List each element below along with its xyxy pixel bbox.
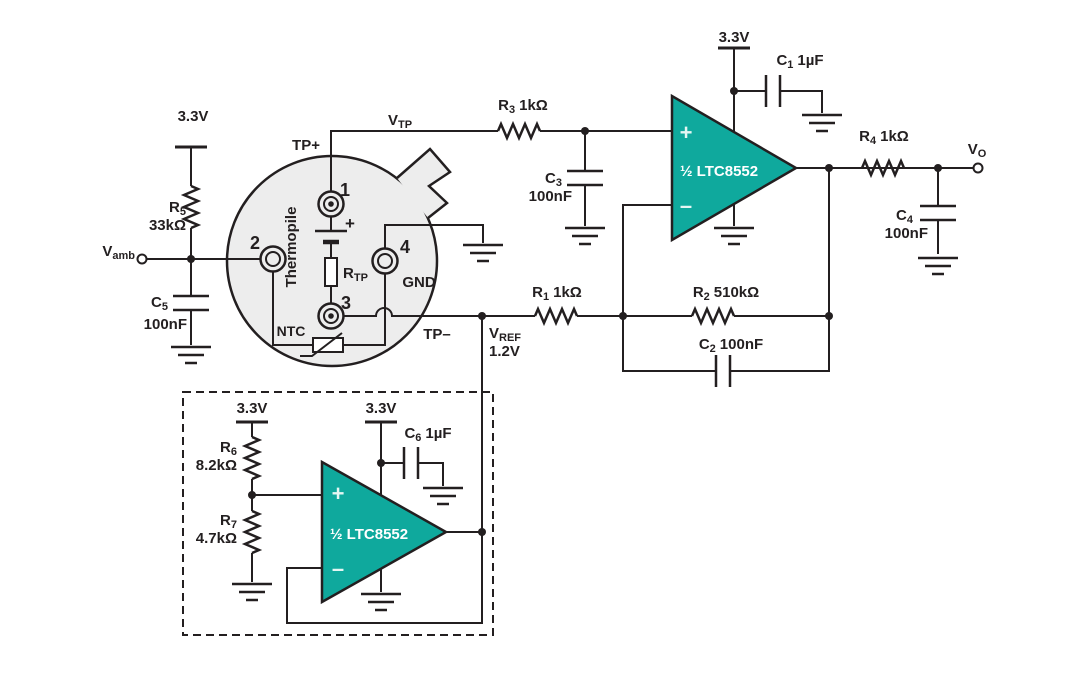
resistor-r1 — [533, 307, 579, 325]
vref-label: VREF — [489, 325, 521, 344]
resistor-r5 — [182, 184, 200, 230]
sensor-tab-fill — [397, 149, 450, 218]
ntc-label: NTC — [277, 323, 306, 339]
vamb-terminal — [136, 253, 148, 265]
opamp2-plus-input: + — [332, 481, 345, 506]
resistor-r6 — [243, 435, 261, 481]
vo-label: VO — [968, 141, 987, 160]
pin3-number: 3 — [341, 293, 351, 313]
opamp2-minus-input: – — [332, 556, 344, 581]
c3-ref-label: C3 — [545, 170, 562, 189]
vamb-label: Vamb — [102, 243, 135, 262]
capacitor-c1 — [764, 73, 782, 109]
sensor-tab-outline — [396, 147, 452, 219]
r5-ref-label: R5 — [169, 199, 186, 218]
junction-dot — [478, 528, 486, 536]
capacitor-c2 — [714, 353, 732, 389]
opamp1-plus-input: + — [680, 120, 693, 145]
capacitor-c3 — [565, 169, 605, 187]
vo-terminal — [972, 162, 984, 174]
rail-label-divider: 3.3V — [237, 400, 268, 417]
ground-symbol — [563, 226, 607, 246]
junction-dot — [187, 255, 195, 263]
wire-tp-minus — [344, 307, 482, 317]
ground-symbol — [800, 113, 844, 133]
rail-label-opamp2: 3.3V — [366, 400, 397, 417]
opamp1-minus-input: – — [680, 193, 692, 218]
c3-value-label: 100nF — [529, 188, 572, 205]
resistor-r2 — [690, 307, 736, 325]
junction-dot — [248, 491, 256, 499]
opamp1-label: ½ LTC8552 — [680, 163, 758, 180]
junction-dot — [934, 164, 942, 172]
vref-value-label: 1.2V — [489, 343, 520, 360]
c5-ref-label: C5 — [151, 294, 168, 313]
wire-vtp-net — [330, 130, 672, 226]
reference-block-outline — [182, 391, 494, 636]
battery-plus-label: + — [345, 214, 355, 233]
opamp2-triangle — [320, 459, 449, 605]
junction-dot — [581, 127, 589, 135]
pin4-number: 4 — [400, 237, 410, 257]
wire-ntc-gnd-net — [272, 224, 484, 346]
wire-output-net — [796, 167, 974, 316]
ground-symbol — [916, 256, 960, 276]
vtp-label: VTP — [388, 112, 412, 131]
ntc-thermistor — [312, 337, 344, 353]
tp-minus-label: TP– — [423, 326, 451, 343]
r7-value-label: 4.7kΩ — [196, 530, 237, 547]
junction-dot — [730, 87, 738, 95]
wire-opamp1-power — [733, 48, 823, 226]
junction-dot — [619, 312, 627, 320]
ground-symbol — [461, 243, 505, 263]
rail-label-opamp1: 3.3V — [719, 29, 750, 46]
wire-vref-net — [286, 316, 483, 624]
r6-value-label: 8.2kΩ — [196, 457, 237, 474]
rail-label-r5: 3.3V — [178, 108, 209, 125]
ground-symbol — [230, 582, 274, 602]
junction-dot — [825, 312, 833, 320]
resistor-r3 — [496, 122, 542, 140]
r6-ref-label: R6 — [220, 439, 237, 458]
ground-symbol — [169, 345, 213, 365]
resistor-rtp — [324, 257, 338, 287]
ground-symbol — [359, 592, 403, 612]
capacitor-c5 — [171, 294, 211, 312]
junction-dot — [825, 164, 833, 172]
gnd-pin-label: GND — [402, 274, 436, 291]
r7-ref-label: R7 — [220, 512, 237, 531]
capacitor-c4 — [918, 204, 958, 222]
capacitor-c6 — [402, 445, 420, 481]
c5-value-label: 100nF — [144, 316, 187, 333]
ground-symbol — [712, 226, 756, 246]
wire-divider-net — [251, 422, 322, 582]
ground-symbol — [421, 486, 465, 506]
rtp-label: RTP — [343, 265, 368, 284]
tp-plus-label: TP+ — [292, 137, 320, 154]
r5-value-label: 33kΩ — [149, 217, 186, 234]
sensor-pin-3 — [317, 302, 345, 330]
sensor-pin-1 — [317, 190, 345, 218]
junction-dot — [478, 312, 486, 320]
pin1-number: 1 — [340, 180, 350, 200]
thermopile-label: Thermopile — [283, 207, 300, 288]
resistor-r7 — [243, 509, 261, 555]
c4-ref-label: C4 — [896, 207, 914, 226]
junction-dot — [377, 459, 385, 467]
wire-feedback-net — [482, 204, 830, 372]
ntc-strike — [300, 332, 343, 357]
c4-value-label: 100nF — [885, 225, 928, 242]
pin2-number: 2 — [250, 233, 260, 253]
opamp1-triangle — [670, 93, 799, 243]
opamp2-label: ½ LTC8552 — [330, 526, 408, 543]
